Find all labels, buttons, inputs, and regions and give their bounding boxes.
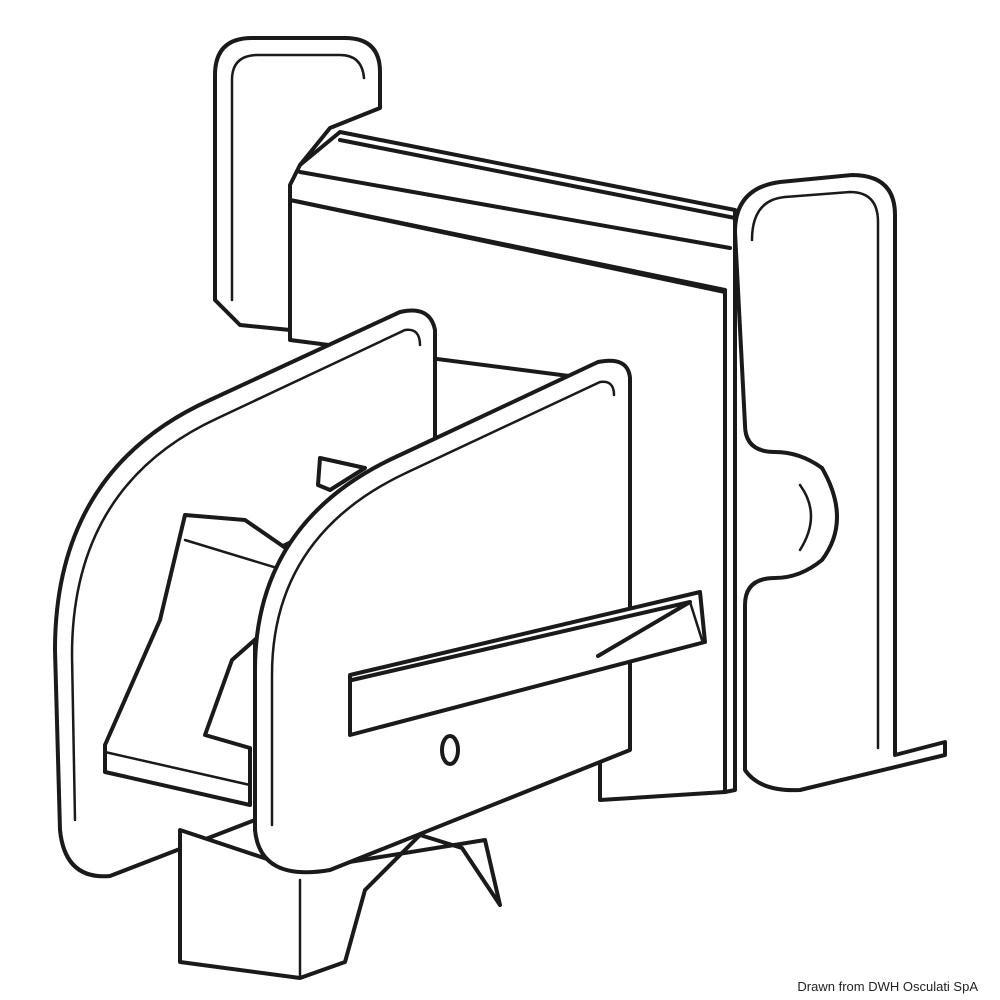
drawing-credit: Drawn from DWH Osculati SpA — [797, 979, 978, 994]
right-tab — [733, 173, 947, 793]
hole — [440, 734, 460, 766]
slot — [348, 590, 707, 737]
front-plate — [253, 358, 632, 875]
